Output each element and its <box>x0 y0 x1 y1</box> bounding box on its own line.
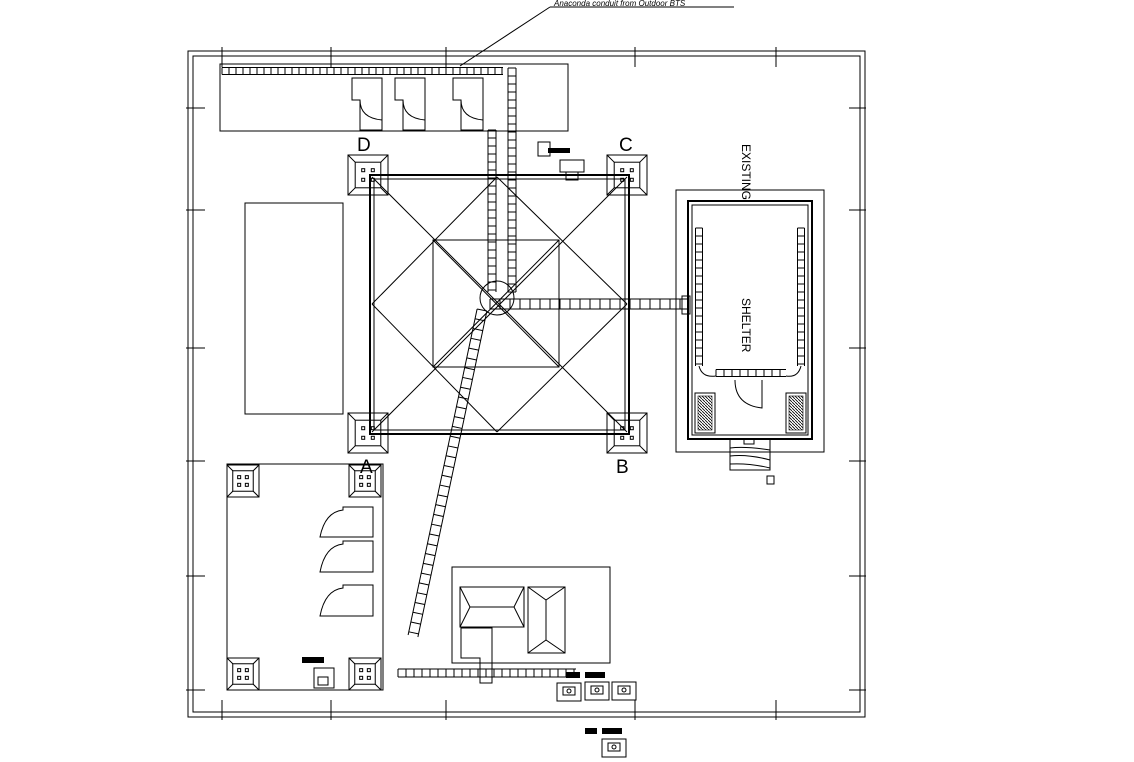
cable-ladders <box>397 67 688 678</box>
cable-ladder-segment <box>507 67 517 293</box>
tower-leg-label-d: D <box>357 135 371 156</box>
shelter-label-shelter: SHELTER <box>739 298 753 353</box>
site-boundary-fence <box>186 47 866 720</box>
tower-leg-base-c <box>606 154 648 196</box>
cable-ladder-segment <box>797 227 805 366</box>
equipment-platform-bottom-middle <box>451 566 611 684</box>
platform-base-plate <box>226 464 260 498</box>
cable-ladder-segment <box>407 308 488 638</box>
meter-box <box>611 681 637 701</box>
meter-boxes-bottom <box>556 672 637 758</box>
meter-box <box>601 738 627 758</box>
cable-ladder-segment <box>695 227 703 366</box>
tower-leg-base-d <box>347 154 389 196</box>
cable-ladder-segment <box>715 369 786 377</box>
tower-leg-label-c: C <box>619 135 633 156</box>
platform-base-plate <box>226 657 260 691</box>
shelter-label-existing: EXISTING <box>739 144 753 200</box>
tower-leg-label-b: B <box>616 457 629 478</box>
cable-ladder-segment <box>487 129 497 292</box>
callout-text: Anaconda conduit from Outdoor BTS <box>553 0 686 8</box>
top-equipment-platform <box>219 63 569 132</box>
cable-ladder-segment <box>489 298 688 310</box>
platform-base-plate <box>348 464 382 498</box>
cable-ladder-segment <box>221 67 503 75</box>
platform-base-plate <box>348 657 382 691</box>
equipment-pad-left <box>244 202 344 415</box>
cable-ladder-segment <box>397 668 576 678</box>
tower-leg-base-a <box>347 412 389 454</box>
meter-box <box>584 681 610 701</box>
equipment-platform-bottom-left <box>226 463 384 691</box>
tower-leg-base-b <box>606 412 648 454</box>
meter-box <box>556 682 582 702</box>
tower <box>347 154 648 454</box>
existing-shelter: EXISTING SHELTER <box>675 144 825 485</box>
tower-leg-label-a: A <box>360 457 373 478</box>
